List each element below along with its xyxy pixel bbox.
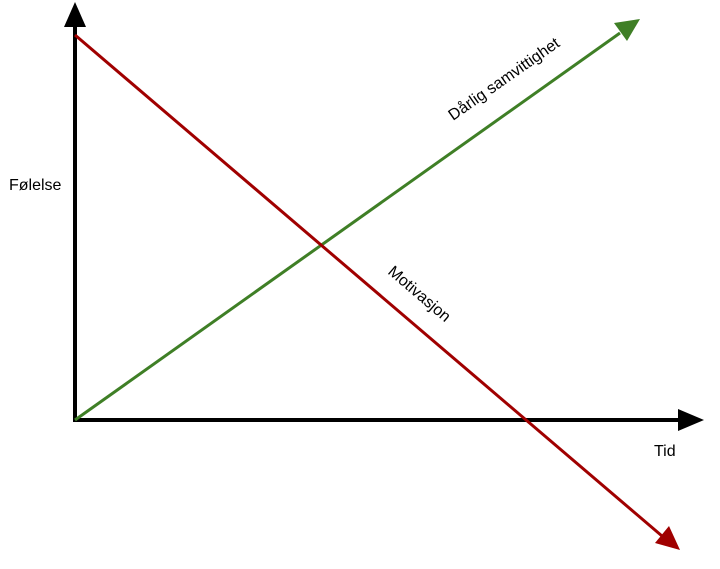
y-axis-label: Følelse [9, 177, 62, 194]
line-darlig-samvittighet [74, 31, 621, 422]
x-axis-arrowhead [678, 409, 704, 431]
darlig-samvittighet-label: Dårlig samvittighet [445, 34, 564, 125]
x-axis-label: Tid [654, 443, 676, 460]
line-motivasjon [74, 33, 663, 538]
line-darlig-samvittighet-arrowhead [614, 19, 640, 41]
y-axis-arrowhead [64, 2, 86, 27]
line-motivasjon-arrowhead [655, 526, 680, 550]
motivasjon-label: Motivasjon [384, 263, 453, 326]
